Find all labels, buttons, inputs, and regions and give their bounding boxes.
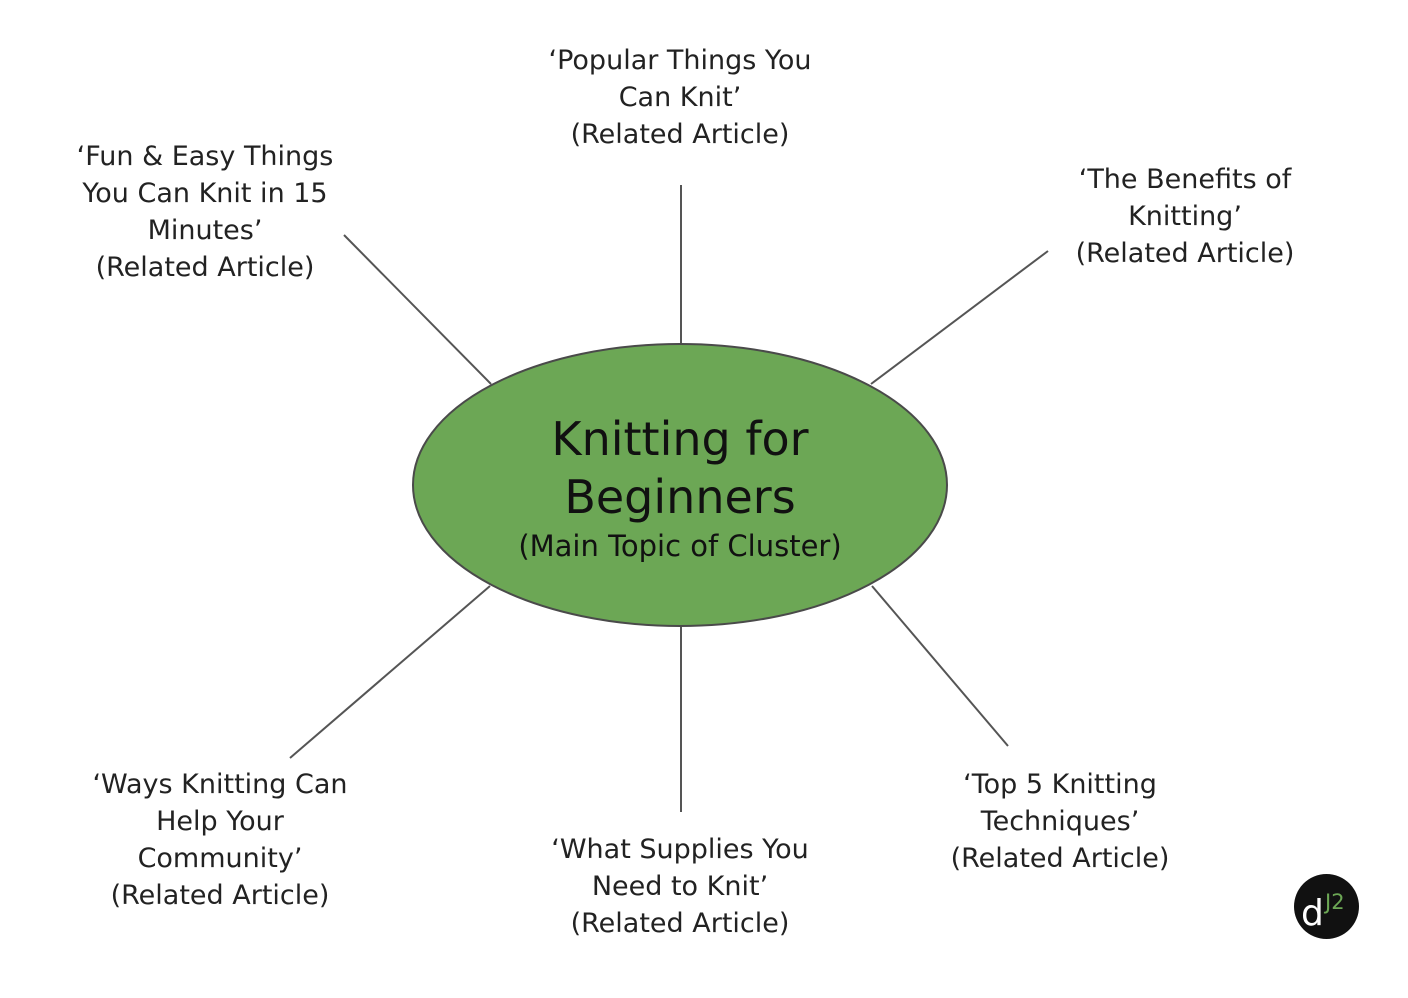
node-what-supplies: ‘What Supplies You Need to Knit’ (Relate…: [520, 831, 840, 942]
node-benefits-of-knitting: ‘The Benefits of Knitting’ (Related Arti…: [1040, 161, 1330, 272]
node-title-line: Need to Knit’: [591, 871, 769, 902]
connector-ways: [289, 585, 491, 759]
node-title-line: Knitting’: [1128, 201, 1242, 232]
hub-ellipse: [412, 343, 948, 627]
node-subtitle: (Related Article): [1075, 238, 1295, 269]
node-title-line: You Can Knit in 15: [82, 178, 328, 209]
node-title-line: ‘Ways Knitting Can: [92, 769, 348, 800]
node-subtitle: (Related Article): [950, 843, 1170, 874]
logo-circle: [1294, 874, 1359, 939]
node-title-line: ‘The Benefits of: [1078, 164, 1292, 195]
node-title-line: Community’: [137, 843, 303, 874]
node-title-line: Techniques’: [980, 806, 1140, 837]
logo-letters-j2: J2: [1323, 890, 1345, 914]
node-subtitle: (Related Article): [570, 908, 790, 939]
hub-title-line2: Beginners: [564, 470, 796, 524]
hub-title-line1: Knitting for: [551, 412, 809, 466]
node-popular-things: ‘Popular Things You Can Knit’ (Related A…: [520, 42, 840, 153]
node-title-line: ‘Popular Things You: [548, 45, 812, 76]
node-subtitle: (Related Article): [570, 119, 790, 150]
node-title-line: ‘What Supplies You: [551, 834, 809, 865]
node-subtitle: (Related Article): [95, 252, 315, 283]
logo-letter-d: d: [1301, 893, 1324, 934]
node-ways-knitting-helps: ‘Ways Knitting Can Help Your Community’ …: [70, 766, 370, 914]
hub-topic: Knitting for Beginners (Main Topic of Cl…: [430, 410, 930, 566]
node-title-line: Minutes’: [147, 215, 263, 246]
node-fun-easy-things: ‘Fun & Easy Things You Can Knit in 15 Mi…: [50, 138, 360, 286]
connector-benefits: [870, 250, 1049, 385]
connector-fun-easy: [343, 234, 492, 385]
node-title-line: Can Knit’: [618, 82, 742, 113]
node-title-line: ‘Top 5 Knitting: [963, 769, 1157, 800]
dj2-logo: d J2: [1294, 874, 1359, 939]
node-subtitle: (Related Article): [110, 880, 330, 911]
node-top-5-techniques: ‘Top 5 Knitting Techniques’ (Related Art…: [920, 766, 1200, 877]
node-title-line: Help Your: [156, 806, 284, 837]
connector-top5: [871, 585, 1009, 747]
hub-subtitle: (Main Topic of Cluster): [518, 529, 842, 563]
node-title-line: ‘Fun & Easy Things: [76, 141, 334, 172]
